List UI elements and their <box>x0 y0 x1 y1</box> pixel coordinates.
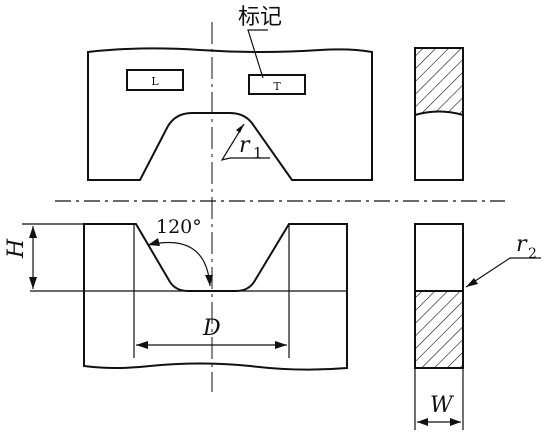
mark-label: 标记 <box>238 5 282 30</box>
h-arrow-bottom <box>29 277 37 289</box>
mark-letter-right: T <box>273 80 281 93</box>
r1-label: r <box>239 133 251 158</box>
d-label: D <box>202 316 221 341</box>
lower-die-side-view: r 2 W <box>414 223 541 430</box>
r1-subscript: 1 <box>253 144 263 162</box>
r1-arrowhead <box>236 124 244 133</box>
h-label: H <box>4 238 29 259</box>
lower-side-hatch <box>415 291 463 368</box>
angle-label: 120° <box>156 216 202 238</box>
mark-box-left <box>126 69 184 91</box>
d-arrow-right <box>275 341 287 349</box>
upper-side-hatch <box>414 47 464 116</box>
mark-leader-line <box>247 29 268 79</box>
upper-side-outline <box>414 47 464 181</box>
lower-die-front-view: H D 120° <box>4 216 348 371</box>
upper-die-outline <box>87 47 373 181</box>
upper-die-side-view <box>414 47 464 181</box>
w-arrow-right <box>450 418 461 426</box>
w-label: W <box>430 393 455 418</box>
upper-die-front-view: L T 标记 r 1 <box>87 5 373 181</box>
upper-side-curve <box>414 110 464 116</box>
r2-arrowhead <box>466 278 478 287</box>
angle-arrow-right <box>205 275 213 286</box>
angle-arrow-left <box>148 238 160 246</box>
h-arrow-top <box>29 226 37 238</box>
mark-box-right <box>248 74 306 95</box>
r2-subscript: 2 <box>528 246 537 262</box>
angle-arc <box>147 241 211 287</box>
w-arrow-left <box>417 418 428 426</box>
mark-letter-left: L <box>151 75 159 88</box>
lower-die-outline <box>83 223 348 371</box>
r2-leader-line <box>465 257 541 288</box>
r1-leader-line <box>220 123 270 161</box>
d-arrow-left <box>136 341 148 349</box>
r2-label: r <box>516 232 528 257</box>
